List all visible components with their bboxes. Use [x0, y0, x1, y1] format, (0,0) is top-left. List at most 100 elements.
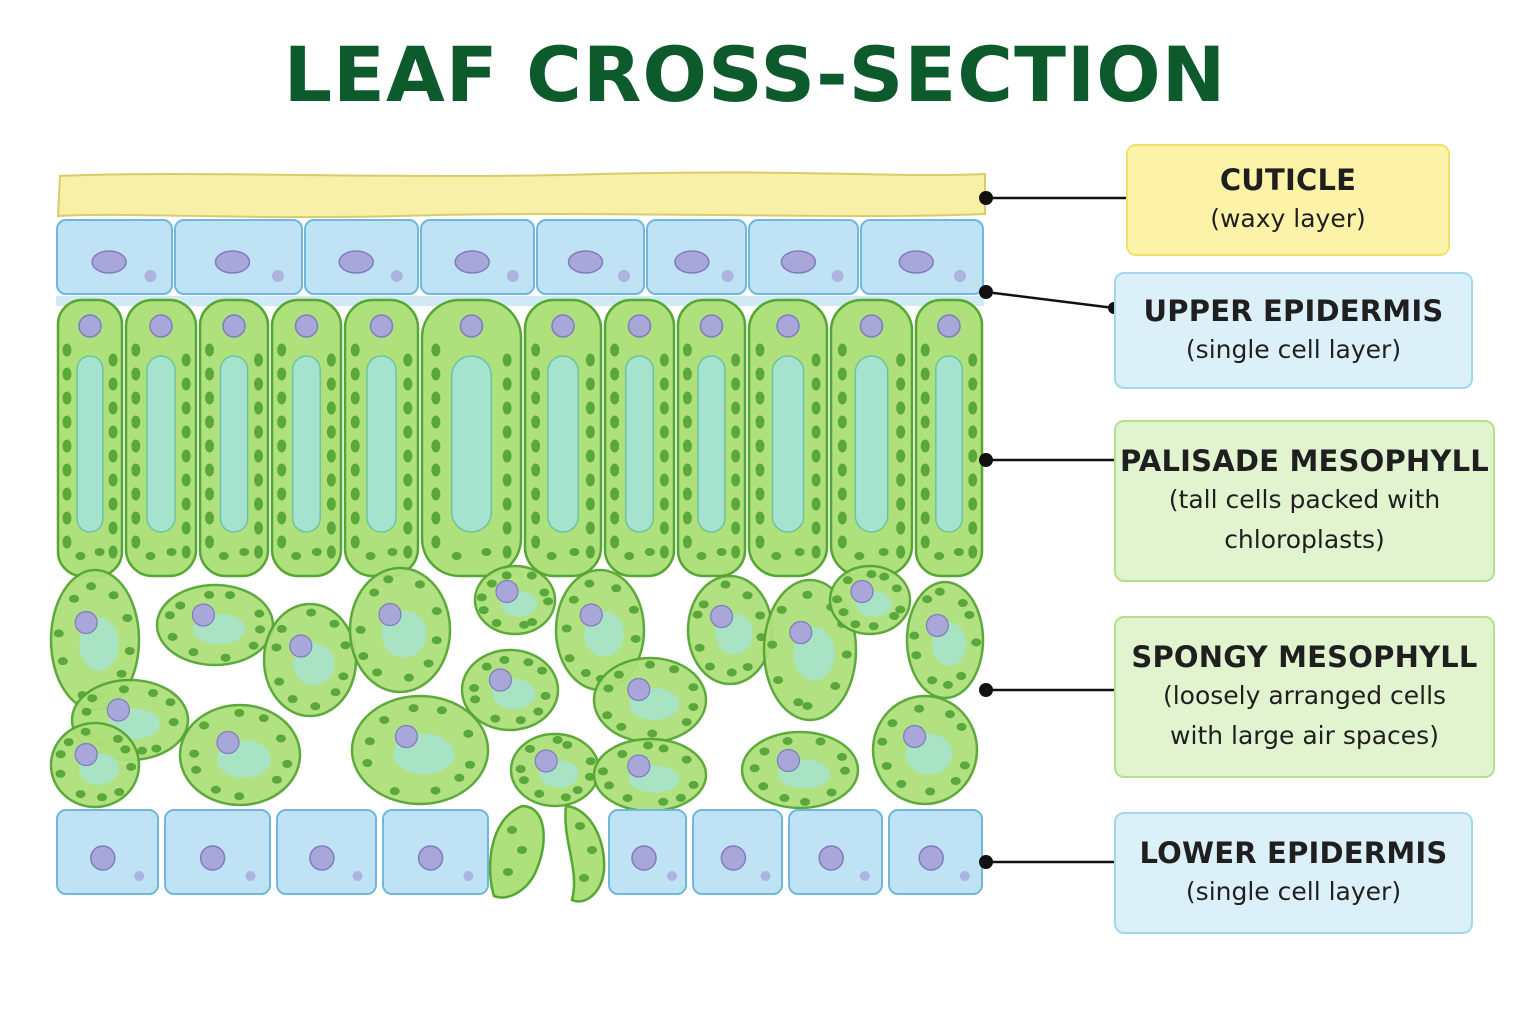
spongy-cell	[348, 566, 452, 694]
chloroplast	[731, 449, 741, 463]
chloroplast	[87, 694, 98, 703]
chloroplast	[165, 698, 176, 707]
chloroplast	[62, 415, 72, 429]
chloroplast	[837, 415, 847, 429]
chloroplast	[234, 708, 245, 717]
chloroplast	[188, 648, 199, 657]
cell-nucleus	[674, 250, 710, 274]
chloroplast	[811, 425, 821, 439]
chloroplast	[181, 521, 191, 535]
chloroplast	[645, 660, 656, 669]
chloroplast	[585, 425, 595, 439]
chloroplast	[659, 449, 669, 463]
chloroplast	[499, 655, 510, 664]
chloroplast	[57, 657, 68, 666]
chloroplast	[239, 548, 250, 556]
chloroplast	[326, 473, 336, 487]
label-cuticle-desc: (waxy layer)	[1210, 204, 1366, 233]
chloroplast	[531, 343, 541, 357]
chloroplast	[108, 353, 118, 367]
cell-nucleus	[780, 250, 817, 274]
chloroplast	[659, 353, 669, 367]
chloroplast	[431, 367, 441, 381]
chloroplast	[837, 487, 847, 501]
chloroplast	[610, 463, 620, 477]
chloroplast	[502, 377, 512, 391]
chloroplast	[755, 415, 765, 429]
chloroplast	[166, 548, 177, 556]
cell-nucleus	[144, 270, 157, 282]
chloroplast	[811, 521, 821, 535]
chloroplast	[502, 449, 512, 463]
chloroplast	[326, 521, 336, 535]
cell-nucleus	[289, 634, 313, 658]
cell-nucleus	[937, 314, 961, 338]
chloroplast	[934, 587, 945, 596]
chloroplast	[306, 608, 317, 617]
chloroplast	[841, 650, 852, 659]
chloroplast	[62, 535, 72, 549]
cell-nucleus	[859, 871, 870, 881]
chloroplast	[205, 439, 215, 453]
chloroplast	[617, 750, 628, 759]
cell-nucleus	[850, 579, 874, 604]
chloroplast	[811, 401, 821, 415]
leader-dot	[979, 453, 993, 467]
chloroplast	[881, 761, 892, 770]
chloroplast	[253, 545, 263, 559]
diagram-title: LEAF CROSS-SECTION	[283, 30, 1227, 119]
cell-nucleus	[463, 871, 474, 881]
chloroplast	[277, 463, 287, 477]
chloroplast	[276, 624, 287, 633]
chloroplast	[659, 473, 669, 487]
chloroplast	[463, 729, 474, 738]
chloroplast	[131, 367, 141, 381]
chloroplast	[118, 685, 129, 694]
chloroplast	[517, 846, 527, 854]
chloroplast	[569, 548, 580, 556]
chloroplast	[659, 497, 669, 511]
chloroplast	[181, 353, 191, 367]
cell-nucleus	[551, 314, 575, 338]
chloroplast	[255, 625, 266, 634]
chloroplast	[120, 745, 131, 754]
cell-vacuole	[146, 355, 176, 533]
chloroplast	[811, 353, 821, 367]
chloroplast	[755, 511, 765, 525]
stoma-guard-cells	[488, 804, 606, 903]
chloroplast	[131, 535, 141, 549]
chloroplast	[602, 711, 613, 720]
chloroplast	[465, 760, 476, 769]
chloroplast	[369, 588, 380, 597]
label-upper-epidermis-desc: (single cell layer)	[1185, 334, 1402, 364]
chloroplast	[742, 591, 753, 600]
chloroplast	[350, 439, 360, 453]
cuticle-layer	[56, 171, 986, 219]
chloroplast	[534, 789, 545, 798]
cell-nucleus	[959, 871, 970, 881]
chloroplast	[379, 715, 390, 724]
chloroplast	[365, 552, 376, 560]
chloroplast	[659, 425, 669, 439]
chloroplast	[896, 377, 906, 391]
chloroplast	[81, 707, 92, 716]
chloroplast	[275, 734, 286, 743]
spongy-cell	[686, 574, 774, 686]
chloroplast	[75, 790, 86, 799]
chloroplast	[776, 605, 787, 614]
chloroplast	[277, 367, 287, 381]
chloroplast	[220, 653, 231, 662]
chloroplast	[108, 545, 118, 559]
chloroplast	[681, 755, 692, 764]
chloroplast	[75, 552, 86, 560]
chloroplast	[920, 415, 930, 429]
chloroplast	[575, 822, 585, 830]
chloroplast	[518, 776, 529, 785]
chloroplast	[755, 611, 766, 620]
chloroplast	[131, 463, 141, 477]
chloroplast	[277, 439, 287, 453]
chloroplast	[131, 487, 141, 501]
chloroplast	[610, 343, 620, 357]
chloroplast	[698, 600, 709, 609]
chloroplast	[964, 610, 975, 619]
